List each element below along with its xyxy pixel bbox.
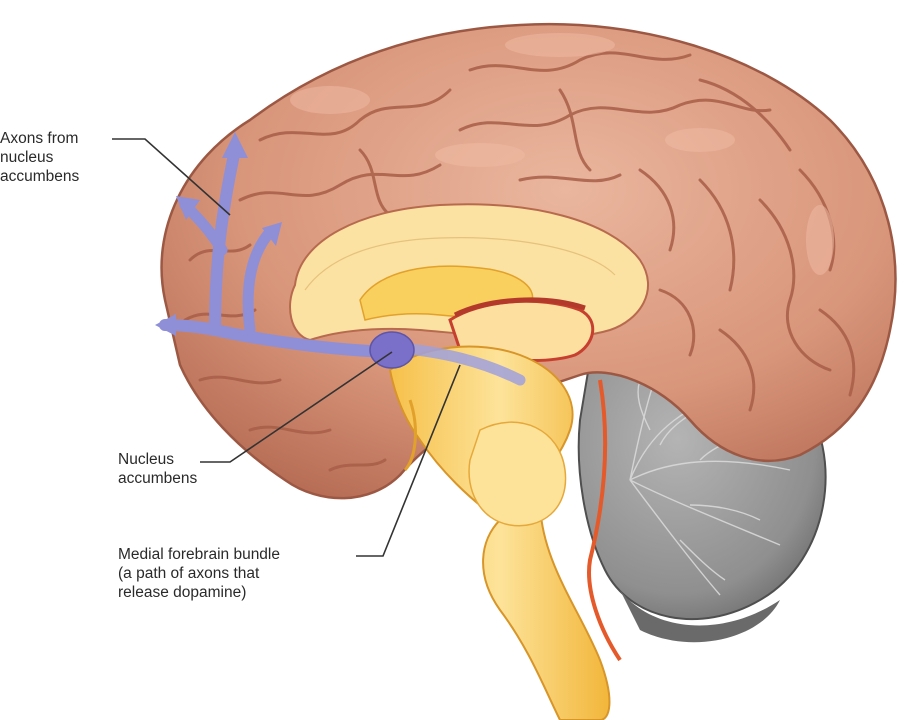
- label-mfb-line1: Medial forebrain bundle: [118, 546, 280, 563]
- label-mfb-line2: (a path of axons that: [118, 565, 260, 582]
- thalamus: [359, 265, 595, 362]
- label-mfb-line3: release dopamine): [118, 584, 247, 601]
- leader-mfb: [356, 364, 461, 557]
- label-axons-from-nucleus-accumbens: Axons from nucleus accumbens: [0, 129, 79, 186]
- label-nucleus-accumbens: Nucleus accumbens: [118, 450, 197, 488]
- arrowhead-left: [176, 196, 200, 220]
- arrowhead-front: [155, 314, 176, 336]
- leader-axons: [112, 138, 231, 216]
- label-nucleus-line2: accumbens: [118, 470, 198, 487]
- arrowhead-right: [262, 222, 282, 246]
- brainstem: [388, 345, 622, 720]
- arrowhead-up: [222, 132, 248, 158]
- leader-lines: [112, 138, 461, 557]
- label-medial-forebrain-bundle: Medial forebrain bundle (a path of axons…: [118, 545, 280, 602]
- dopamine-pathway: [155, 132, 526, 386]
- label-axons-line3: accumbens: [0, 168, 80, 185]
- label-nucleus-line1: Nucleus: [118, 451, 174, 468]
- leader-nucleus: [200, 351, 393, 463]
- label-axons-line2: nucleus: [0, 149, 54, 166]
- label-axons-line1: Axons from: [0, 130, 79, 147]
